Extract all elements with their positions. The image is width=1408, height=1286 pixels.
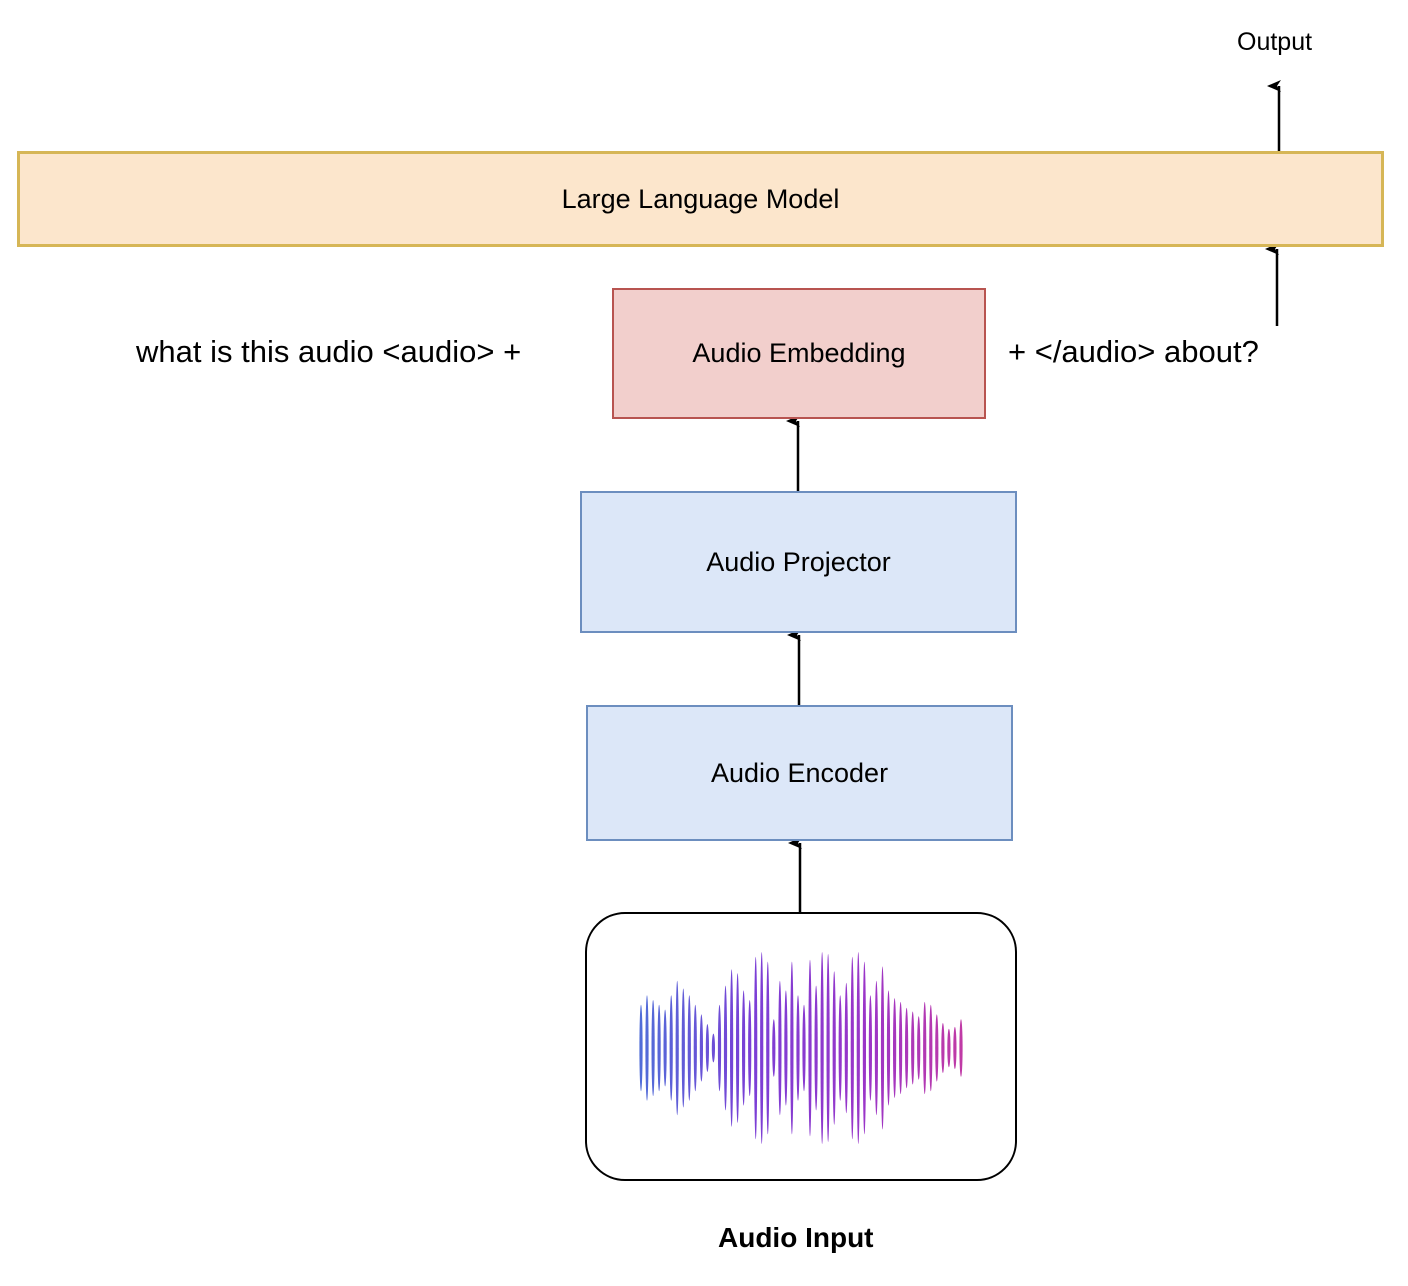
output-label: Output bbox=[1237, 28, 1313, 56]
audio-encoder-label: Audio Encoder bbox=[710, 757, 889, 788]
waveform-bar bbox=[645, 995, 649, 1101]
waveform-bar bbox=[880, 966, 885, 1130]
waveform-bar bbox=[886, 990, 891, 1106]
waveform-bar bbox=[844, 982, 848, 1114]
waveform-bar bbox=[790, 961, 794, 1135]
waveform-bar bbox=[717, 1004, 722, 1092]
prompt-suffix-text: + </audio> about? bbox=[1008, 334, 1259, 369]
waveform-icon bbox=[639, 952, 963, 1144]
waveform-bar bbox=[711, 1033, 715, 1063]
waveform-bar bbox=[959, 1019, 963, 1077]
waveform-bar bbox=[784, 990, 788, 1106]
waveform-bar bbox=[935, 1014, 939, 1082]
waveform-bar bbox=[772, 1019, 776, 1077]
waveform-bar bbox=[929, 1004, 933, 1092]
prompt-prefix-text: what is this audio <audio> + bbox=[136, 334, 522, 369]
audio-embedding-label: Audio Embedding bbox=[692, 338, 906, 368]
audio-encoder-node: Audio Encoder bbox=[586, 705, 1013, 841]
audio-input-label: Audio Input bbox=[718, 1222, 874, 1253]
audio-embedding-node: Audio Embedding bbox=[612, 288, 986, 419]
waveform-bar bbox=[899, 1001, 903, 1095]
waveform-bar bbox=[850, 956, 854, 1140]
waveform-bar bbox=[639, 1004, 643, 1092]
audio-input-node bbox=[585, 912, 1017, 1181]
waveform-bar bbox=[874, 980, 878, 1116]
waveform-bar bbox=[742, 990, 746, 1106]
waveform-bar bbox=[814, 985, 818, 1111]
waveform-bar bbox=[820, 952, 824, 1144]
waveform-bar bbox=[778, 980, 782, 1116]
waveform-bar bbox=[748, 1000, 752, 1096]
waveform-bar bbox=[669, 995, 673, 1101]
waveform-bar bbox=[917, 1016, 921, 1080]
waveform-bar bbox=[663, 1009, 667, 1087]
waveform-bar bbox=[693, 1004, 697, 1092]
waveform-bar bbox=[699, 1014, 703, 1082]
waveform-bar bbox=[862, 961, 866, 1135]
waveform-bar bbox=[730, 969, 734, 1127]
waveform-bar bbox=[657, 1004, 661, 1092]
waveform-bar bbox=[681, 988, 685, 1108]
waveform-bar bbox=[675, 980, 679, 1116]
waveform-bar bbox=[687, 995, 691, 1101]
llm-label: Large Language Model bbox=[561, 183, 840, 214]
llm-node: Large Language Model bbox=[17, 151, 1384, 247]
waveform-bar bbox=[766, 961, 770, 1135]
waveform-bar bbox=[905, 1007, 909, 1089]
waveform-bar bbox=[723, 985, 728, 1111]
waveform-bar bbox=[826, 953, 830, 1143]
waveform-bar bbox=[923, 1001, 927, 1095]
waveform-bar bbox=[651, 1000, 655, 1096]
waveform-bar bbox=[911, 1011, 915, 1085]
audio-projector-node: Audio Projector bbox=[580, 491, 1017, 633]
audio-projector-label: Audio Projector bbox=[706, 546, 891, 577]
waveform-bar bbox=[868, 995, 872, 1101]
waveform-bar bbox=[947, 1028, 951, 1068]
waveform-bar bbox=[736, 973, 740, 1123]
waveform-bar bbox=[796, 995, 800, 1101]
waveform-bar bbox=[832, 971, 836, 1125]
waveform-bar bbox=[802, 1004, 806, 1092]
waveform-bar bbox=[941, 1023, 945, 1073]
waveform-bar bbox=[856, 952, 860, 1144]
waveform-bar bbox=[754, 956, 758, 1140]
waveform-bar bbox=[705, 1024, 709, 1072]
waveform-bar bbox=[808, 959, 812, 1137]
waveform-bar bbox=[838, 995, 842, 1101]
waveform-bar bbox=[760, 952, 764, 1144]
waveform-bar bbox=[953, 1026, 957, 1070]
waveform-bar bbox=[893, 998, 897, 1098]
